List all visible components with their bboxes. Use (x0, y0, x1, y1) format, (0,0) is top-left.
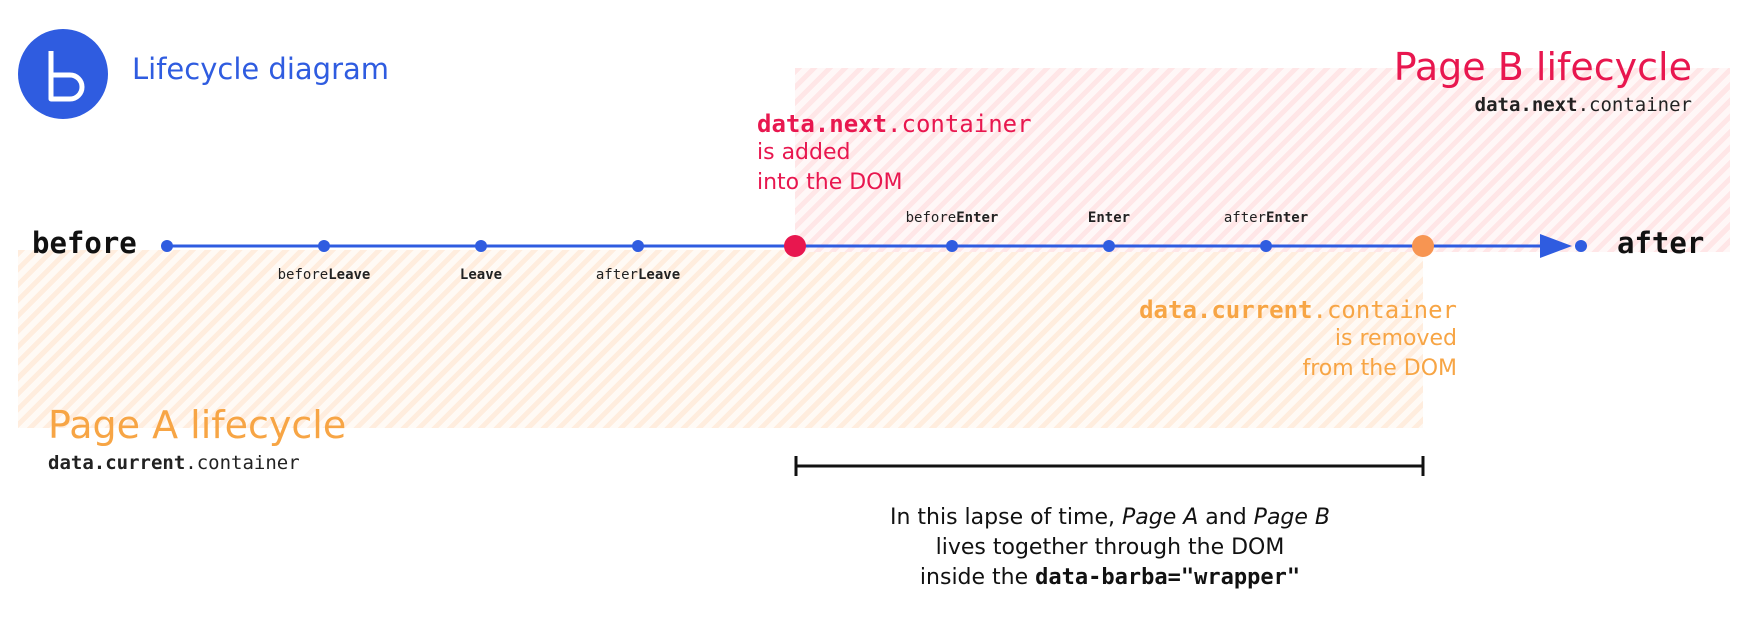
timeline-dot-start (161, 240, 173, 252)
barba-logo (18, 29, 108, 119)
next-added-code: data.next.container (757, 110, 1032, 138)
timeline-dot-after-leave (632, 240, 644, 252)
page-b-zone (795, 68, 1730, 252)
page-b-container-label: data.next.container (1474, 94, 1692, 116)
next-added-line1: is added (757, 140, 851, 165)
timeline-dot-before-leave (318, 240, 330, 252)
hook-before-enter: beforeEnter (905, 210, 999, 226)
next-added-line2: into the DOM (757, 170, 903, 195)
after-label: after (1617, 226, 1705, 260)
current-removed-line2: from the DOM (1302, 356, 1457, 381)
page-a-container-label: data.current.container (48, 452, 300, 474)
hook-enter: Enter (1087, 210, 1131, 226)
logo-b-icon (48, 51, 85, 102)
current-removed-code: data.current.container (1139, 296, 1457, 324)
timeline-dot-enter (1103, 240, 1115, 252)
timeline-dot-before-enter (946, 240, 958, 252)
overlap-note-line2: lives together through the DOM (935, 535, 1285, 560)
next-added-note: data.next.container is added into the DO… (757, 110, 1032, 198)
timeline-dot-current-removed (1412, 235, 1434, 257)
page-b-title: Page B lifecycle (1393, 45, 1692, 89)
hook-leave: Leave (459, 267, 503, 283)
page-a-zone (18, 250, 1423, 428)
hook-before-leave: beforeLeave (277, 267, 371, 283)
overlap-note-line3: inside the data-barba="wrapper" (919, 565, 1301, 590)
hook-after-enter: afterEnter (1223, 210, 1309, 226)
overlap-note: In this lapse of time, Page A and Page B… (760, 503, 1460, 593)
overlap-note-line1: In this lapse of time, Page A and Page B (889, 505, 1331, 530)
hook-after-leave: afterLeave (595, 267, 681, 283)
current-removed-line1: is removed (1334, 326, 1457, 351)
current-removed-note: data.current.container is removed from t… (1139, 296, 1457, 384)
timeline-dot-end (1575, 240, 1587, 252)
page-a-title: Page A lifecycle (48, 403, 347, 447)
page-title: Lifecycle diagram (132, 52, 390, 86)
timeline-dot-after-enter (1260, 240, 1272, 252)
before-label: before (32, 226, 137, 260)
timeline-dot-leave (475, 240, 487, 252)
timeline-dot-next-added (784, 235, 806, 257)
timeline-arrowhead (1540, 234, 1572, 258)
